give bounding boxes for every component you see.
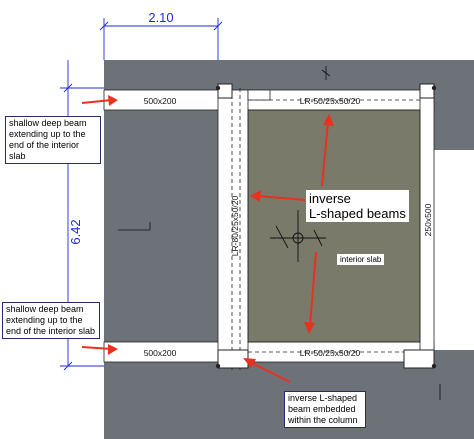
beam-label-right: 250x500 — [423, 203, 433, 236]
slab-right-lower — [434, 350, 474, 439]
note-shallow-beam-top: shallow deep beam extending up to the en… — [5, 116, 101, 164]
interior-slab — [248, 110, 420, 342]
column-bottom-right — [403, 349, 435, 369]
beam-label-top-inverse: LR-50/25x50/20 — [300, 96, 361, 106]
slab-top-right — [434, 60, 474, 150]
note-inverse-l-beams: inverse L-shaped beams — [306, 190, 409, 222]
column-top-right — [419, 83, 435, 99]
slab-left — [104, 110, 218, 342]
slab-marks — [118, 66, 441, 400]
slab-top — [104, 60, 444, 90]
slab-span-symbol — [270, 210, 326, 262]
interior-slab-outline — [247, 109, 421, 343]
beam-label-shallow-bottom: 500x200 — [144, 348, 177, 358]
grid-markers — [215, 85, 437, 369]
beam-label-left-inverse: LR-80/25x50/20 — [230, 195, 240, 256]
dashed-lines — [231, 88, 420, 370]
note-shallow-beam-bottom: shallow deep beam extending up to the en… — [2, 302, 100, 339]
note-inverse-beam-column: inverse L-shaped beam embedded within th… — [284, 391, 366, 428]
slab-bottom-strip — [104, 405, 434, 439]
annotation-arrows — [81, 95, 334, 383]
dimension-top — [99, 18, 223, 60]
dimension-top-value: 2.10 — [148, 10, 173, 25]
beam-label-shallow-top: 500x200 — [144, 96, 177, 106]
interior-slab-label: interior slab — [337, 254, 385, 265]
column-bottom-left — [217, 349, 249, 369]
beam-label-bottom-inverse: LR-50/25x50/20 — [300, 348, 361, 358]
column-top-left — [217, 83, 233, 99]
dimension-left-value: 6.42 — [68, 219, 83, 244]
column-top-notch — [247, 89, 271, 101]
